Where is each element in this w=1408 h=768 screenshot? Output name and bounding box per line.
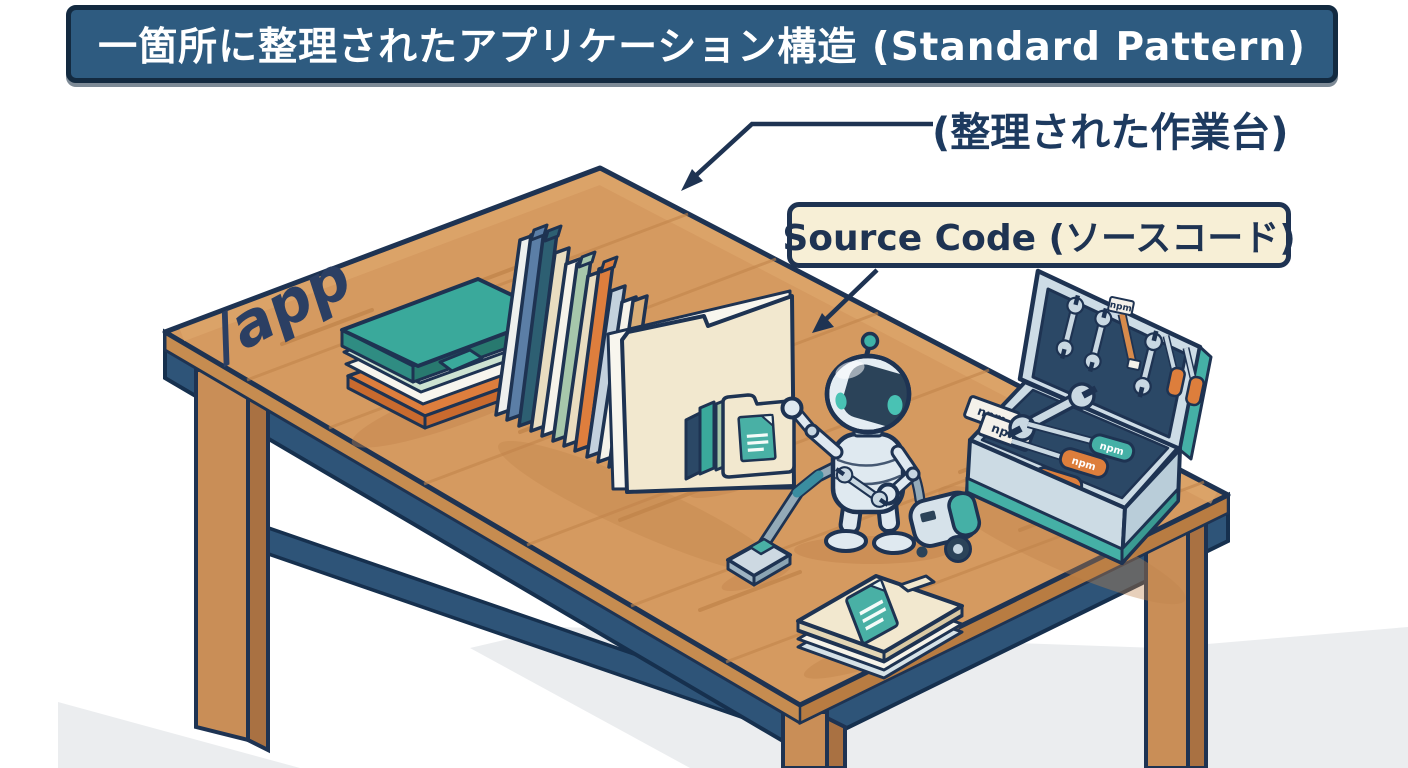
small-folder-group: [684, 393, 796, 481]
vacuum-cleaner-icon: [726, 457, 849, 587]
robot-arm-right: [830, 444, 921, 513]
robot-arm-left: [780, 396, 844, 460]
toolbox-body: npm npm npm npm: [963, 376, 1182, 565]
flat-folder-icon: [796, 574, 964, 680]
screwdriver-icon: npm: [1010, 437, 1110, 479]
toolbox-lid: npm: [1017, 268, 1213, 461]
workbench-arrowhead-icon: [681, 169, 703, 191]
robot-eye-left: [835, 392, 847, 410]
callout-arrows: [681, 121, 933, 333]
workbench-leader-line: [690, 121, 933, 181]
source-code-label: Source Code (ソースコード): [782, 202, 1296, 268]
source-code-leader-line: [821, 268, 879, 324]
title-banner: 一箇所に整理されたアプリケーション構造 (Standard Pattern): [66, 5, 1338, 83]
screwdriver-icon: npm: [1026, 420, 1136, 463]
title-text: 一箇所に整理されたアプリケーション構造 (Standard Pattern): [98, 25, 1306, 70]
robot-eye-right: [887, 395, 903, 415]
npm-label: npm: [1109, 300, 1133, 314]
table-leg-front: [781, 710, 847, 768]
table-leg-left: [194, 368, 270, 754]
source-code-arrowhead-icon: [812, 313, 834, 333]
toolbox-icon: npm npm: [963, 268, 1213, 565]
document-icon: [737, 413, 777, 463]
document-icon: [845, 578, 899, 645]
antenna-icon: [860, 331, 880, 351]
workbench-annotation: (整理された作業台): [932, 110, 1289, 156]
robot: [726, 331, 982, 587]
screwdriver-icon: [1182, 347, 1205, 407]
robot-visor: [842, 364, 909, 429]
screwdriver-icon: [1162, 335, 1186, 398]
robot-head: [824, 331, 912, 435]
